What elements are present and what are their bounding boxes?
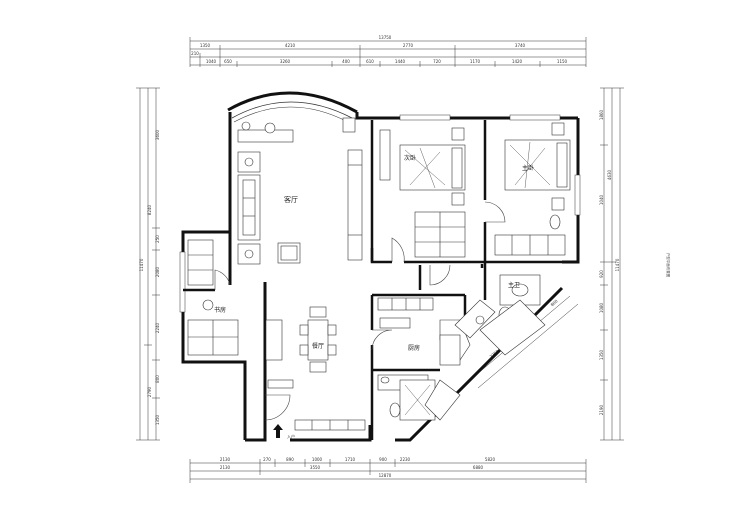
dim-top-r2-7: 1440 [395,59,406,64]
bottom-dimensions [189,459,587,483]
room-living: 客厅 [284,195,298,204]
dim-top-r2-9: 1170 [470,59,481,64]
dim-diag-1: 800 [550,298,559,307]
room-labels: 客厅 次卧 主卧 书房 餐厅 厨房 主卫 [214,154,534,352]
windows [179,114,581,313]
dim-top-4: 3740 [515,43,526,48]
dim-bottom-5: 1710 [345,457,356,462]
dim-bottom-r2-3: 6880 [473,465,484,470]
dim-right-outer-1: 4630 [607,169,612,180]
dim-left-inner-3: 2080 [155,266,160,277]
dim-top-2: 4210 [285,43,296,48]
wet-area-furniture [377,274,546,421]
dim-right-inner-6: 2190 [599,404,604,415]
dim-left-inner-2: 250 [155,235,160,243]
dim-left-inner-1: 3600 [155,129,160,140]
dim-top-r2-6: 610 [366,59,374,64]
dim-right-inner-1: 1860 [599,109,604,120]
right-dimensions [600,87,624,441]
top-dimension-text: 13750 1350 4210 2770 3740 210 1040 650 3… [191,35,567,64]
bay-window-sill [233,106,349,123]
dim-right-inner-5: 1350 [599,349,604,360]
bottom-dimension-text: 2130 270 890 1000 1710 900 2230 5820 213… [220,457,496,478]
dim-top-total: 13750 [379,35,392,40]
dim-right-inner-2: 1040 [599,194,604,205]
interior-walls [183,120,562,440]
dim-top-1: 1350 [200,43,211,48]
dim-top-r2-5: 400 [342,59,350,64]
bay-window-inner [231,101,353,119]
living-furniture [237,117,366,431]
dim-bottom-7: 2230 [400,457,411,462]
right-dimension-text: 1860 1040 920 1080 1350 2190 4630 11470 [599,109,620,415]
bathtub [479,299,546,356]
dim-left-inner-5: 800 [155,375,160,383]
dim-top-r2-11: 1150 [557,59,568,64]
dim-right-inner-4: 1080 [599,302,604,313]
dining-table [307,319,329,361]
doors [214,201,506,421]
left-dimension-text: 11470 8240 2790 3600 250 2080 2240 800 1… [139,129,160,425]
left-dimensions [136,87,160,441]
dim-bottom-4: 1000 [312,457,323,462]
dim-top-r2-2: 1040 [206,59,217,64]
entry-arrow-icon [273,424,283,438]
room-study: 书房 [214,306,226,314]
kitchen-counter [377,297,434,311]
dim-bottom-2: 270 [263,457,271,462]
dim-right-outer-2: 11470 [615,258,620,271]
dim-bottom-8: 5820 [485,457,496,462]
top-dimensions [189,37,587,67]
dim-bottom-3: 890 [286,457,294,462]
dim-left-outer-1: 8240 [147,204,152,215]
dim-top-3: 2770 [403,43,414,48]
dim-top-r2-10: 1420 [512,59,523,64]
dim-bottom-6: 900 [379,457,387,462]
dim-top-r2-4: 3260 [280,59,291,64]
dim-left-inner-6: 1350 [155,414,160,425]
room-kitchen: 厨房 [408,344,420,352]
drawing-title: 户型平面布置图 [666,253,671,278]
dim-left-inner-4: 2240 [155,322,160,333]
study-furniture [187,239,239,356]
dim-top-r2-3: 650 [224,59,232,64]
room-second-bed: 次卧 [404,154,416,162]
dim-right-inner-3: 920 [599,270,604,278]
dim-bottom-1: 2130 [220,457,231,462]
dim-bottom-total: 12870 [379,473,392,478]
room-bath: 主卫 [508,281,520,289]
dim-top-r2-8: 720 [433,59,441,64]
entry-label: 入户 [287,433,295,439]
dim-left-outer-2: 2790 [147,386,152,397]
room-dining: 餐厅 [312,342,324,350]
dim-left-total: 11470 [139,258,144,271]
dim-top-r2-1: 210 [191,51,199,56]
toilet-lower [389,402,401,418]
tv-cabinet [347,149,363,261]
dim-bottom-r2-2: 3550 [310,465,321,470]
bay-desk [237,129,294,143]
dim-bottom-r2-1: 2130 [220,465,231,470]
room-master-bed: 主卧 [522,164,534,172]
bedroom-furniture [379,122,571,258]
study-shelf [187,239,214,286]
